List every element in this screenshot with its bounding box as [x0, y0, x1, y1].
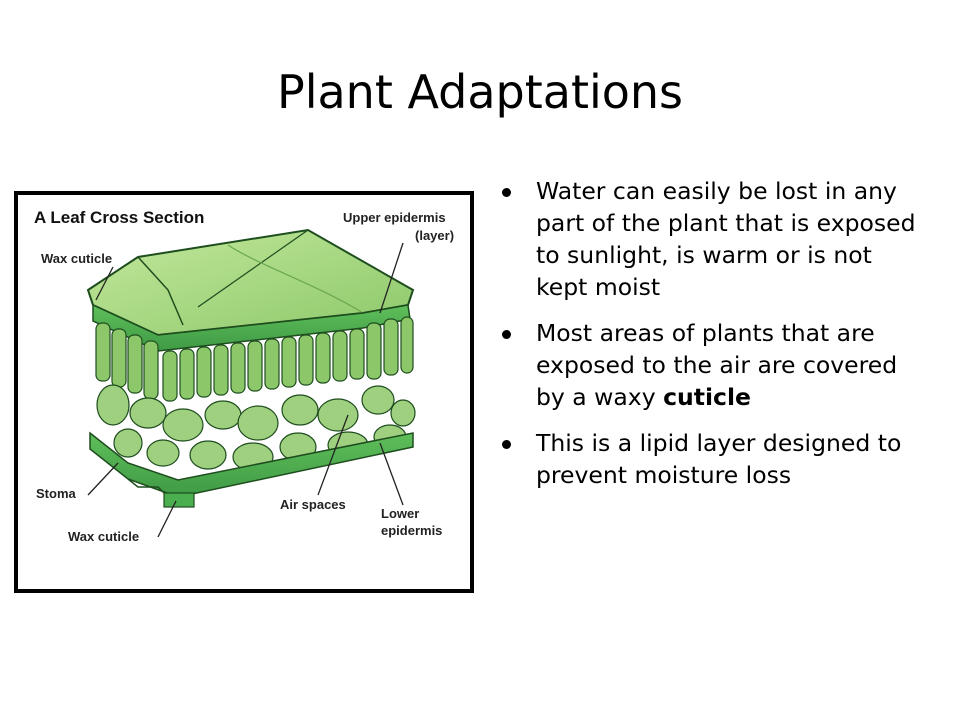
label-wax-cuticle-bottom: Wax cuticle	[68, 529, 140, 544]
label-leader-lines	[87, 242, 404, 538]
label-wax-cuticle-top: Wax cuticle	[41, 251, 113, 266]
label-upper-epidermis-layer: (layer)	[415, 228, 455, 243]
bullet-text: This is a lipid layer designed to preven…	[536, 429, 902, 489]
bullet-item: This is a lipid layer designed to preven…	[495, 427, 925, 491]
bullet-text: Water can easily be lost in any part of …	[536, 177, 916, 301]
spongy-mesophyll	[96, 384, 416, 472]
bullet-item: Most areas of plants that are exposed to…	[495, 317, 925, 413]
bullet-bold-term: cuticle	[663, 383, 751, 411]
figure-heading: A Leaf Cross Section	[34, 208, 205, 227]
slide-title: Plant Adaptations	[276, 65, 684, 119]
label-epidermis: epidermis	[381, 523, 443, 538]
label-air-spaces: Air spaces	[280, 497, 346, 512]
label-lower: Lower	[381, 506, 420, 521]
palisade-layer	[95, 316, 414, 402]
bullet-dot	[502, 330, 511, 339]
lower-epidermis-band	[89, 431, 414, 498]
leaf-cross-section-figure: A Leaf Cross Section Wax cuticle Upper e…	[14, 191, 474, 593]
bullet-list: Water can easily be lost in any part of …	[495, 175, 925, 505]
label-upper-epidermis: Upper epidermis	[343, 210, 446, 225]
bullet-text: Most areas of plants that are exposed to…	[536, 319, 898, 411]
label-stoma: Stoma	[36, 486, 76, 501]
bullet-item: Water can easily be lost in any part of …	[495, 175, 925, 303]
bullet-dot	[502, 440, 511, 449]
leaf-cross-section-illustration	[86, 228, 416, 538]
bullet-dot	[502, 188, 511, 197]
